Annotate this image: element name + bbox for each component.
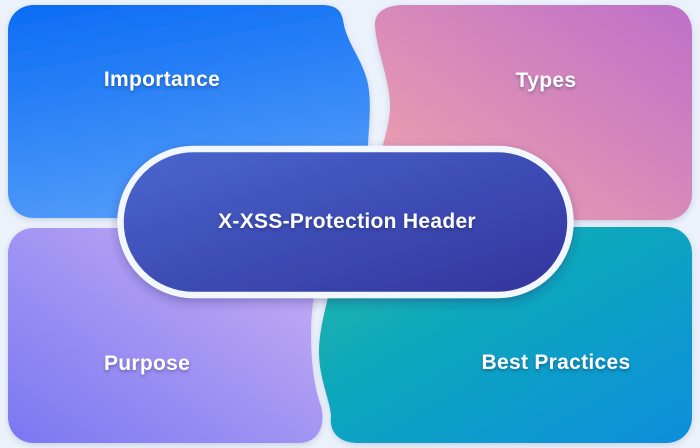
card-types-label: Types (515, 69, 577, 92)
card-importance-label: Importance (103, 68, 221, 91)
card-purpose-label: Purpose (103, 352, 191, 375)
card-best-practices-label: Best Practices (481, 351, 631, 374)
center-node-label: X-XSS-Protection Header (218, 210, 476, 233)
center-node-shape (117, 145, 574, 299)
